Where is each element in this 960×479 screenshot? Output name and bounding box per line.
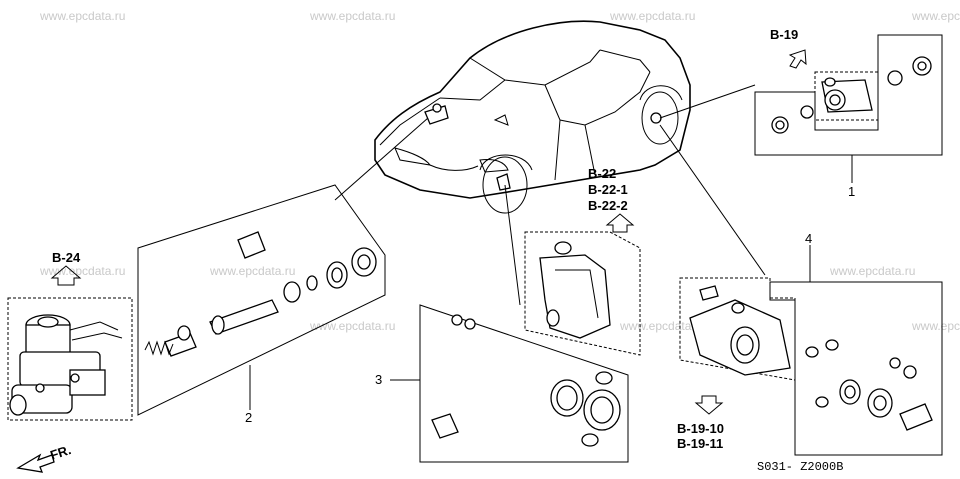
arrow-up-icon bbox=[788, 49, 807, 69]
ref-b22-2: B-22-2 bbox=[588, 198, 628, 213]
ref-b22-1: B-22-1 bbox=[588, 182, 628, 197]
watermark: www.epc bbox=[911, 9, 960, 23]
front-arrow-icon bbox=[16, 453, 55, 473]
ref-b19-10: B-19-10 bbox=[677, 421, 724, 436]
watermark: www.epc bbox=[911, 319, 960, 333]
rear-caliper-assembly[interactable] bbox=[679, 277, 796, 381]
part-2-master-cylinder-kit[interactable]: 2 bbox=[137, 184, 386, 425]
car-illustration bbox=[374, 20, 691, 214]
part-number-1: 1 bbox=[848, 184, 855, 199]
part-1-wheel-cylinder-kit[interactable]: 1 bbox=[754, 34, 943, 199]
front-caliper-location-icon bbox=[496, 173, 511, 191]
part-number-3: 3 bbox=[375, 372, 382, 387]
watermark: www.epcdata.ru bbox=[309, 319, 395, 333]
wheel-cylinder-assembly[interactable] bbox=[814, 71, 879, 121]
ref-b19-group[interactable]: B-19 bbox=[770, 27, 807, 69]
ref-b22-group[interactable]: B-22 B-22-1 B-22-2 bbox=[588, 166, 635, 233]
part-4-rear-caliper-kit[interactable]: 4 bbox=[769, 231, 943, 456]
ref-b19-10-group[interactable]: B-19-10 B-19-11 bbox=[677, 395, 724, 451]
part-number-4: 4 bbox=[805, 231, 812, 246]
master-cylinder-location-icon bbox=[424, 103, 449, 125]
part-number-2: 2 bbox=[245, 410, 252, 425]
front-direction-indicator: FR. bbox=[16, 442, 73, 473]
watermark: www.epcdata.ru bbox=[609, 9, 695, 23]
watermark: www.epcdata.ru bbox=[619, 319, 705, 333]
grease-pack-icon bbox=[899, 403, 933, 431]
watermark: www.epcdata.ru bbox=[209, 264, 295, 278]
front-caliper-assembly[interactable] bbox=[524, 231, 641, 356]
ref-b24[interactable]: B-24 bbox=[50, 250, 82, 286]
ref-b19: B-19 bbox=[770, 27, 798, 42]
direction-label: FR. bbox=[48, 442, 73, 463]
diagram-code: S031- Z2000B bbox=[757, 460, 843, 474]
arrow-up-icon bbox=[605, 213, 635, 233]
watermark: www.epcdata.ru bbox=[39, 264, 125, 278]
ref-b22: B-22 bbox=[588, 166, 616, 181]
part-3-front-caliper-kit[interactable]: 3 bbox=[375, 304, 629, 463]
grease-pack-icon bbox=[237, 231, 266, 259]
grease-pack-icon bbox=[431, 413, 459, 439]
arrow-down-icon bbox=[694, 395, 724, 415]
ref-b19-11: B-19-11 bbox=[677, 436, 723, 451]
master-cylinder-group[interactable] bbox=[7, 297, 133, 421]
rear-brake-location-icon bbox=[650, 112, 662, 124]
watermark: www.epcdata.ru bbox=[309, 9, 395, 23]
svg-text:B-24: B-24 bbox=[52, 250, 81, 265]
watermark: www.epcdata.ru bbox=[829, 264, 915, 278]
watermark: www.epcdata.ru bbox=[39, 9, 125, 23]
arrow-up-icon bbox=[50, 265, 82, 286]
